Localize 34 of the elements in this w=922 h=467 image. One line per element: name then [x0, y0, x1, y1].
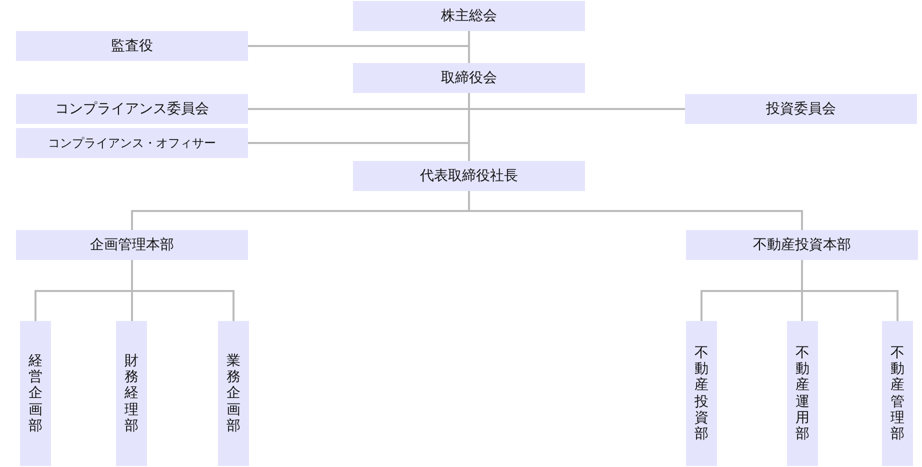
unit-label: 取締役会: [441, 69, 497, 87]
unit-label: 株主総会: [441, 7, 497, 25]
connector-line: [131, 260, 234, 321]
unit-label: 不動産投資本部: [753, 236, 851, 254]
org-box: [882, 321, 913, 466]
connector-line: [468, 191, 803, 230]
connector-line: [468, 31, 470, 63]
unit-label: 経営企画部: [28, 353, 42, 434]
connector-line: [468, 93, 470, 161]
unit-label: コンプライアンス委員会: [55, 100, 209, 118]
unit-label: 業務企画部: [226, 353, 240, 434]
org-box: [116, 321, 147, 466]
unit-label: 不動産投資部: [694, 345, 708, 442]
org-box: [20, 321, 51, 466]
unit-label: コンプライアンス・オフィサー: [48, 134, 216, 152]
org-box: [353, 161, 585, 191]
unit-label: 不動産運用部: [796, 345, 810, 442]
org-box: [16, 94, 248, 124]
org-box: [353, 63, 585, 93]
org-box: [353, 1, 585, 31]
unit-label: 投資委員会: [766, 100, 836, 118]
unit-label: 財務経理部: [124, 353, 138, 434]
org-box: [16, 128, 248, 158]
org-box: [686, 230, 918, 260]
unit-label: 代表取締役社長: [420, 167, 518, 185]
org-box: [685, 94, 917, 124]
org-box: [686, 321, 717, 466]
unit-label: 企画管理本部: [90, 236, 174, 254]
org-box: [16, 230, 248, 260]
unit-label: 不動産管理部: [890, 345, 904, 442]
org-box: [787, 321, 818, 466]
org-box: [16, 31, 248, 61]
unit-label: 監査役: [111, 37, 153, 55]
org-box: [218, 321, 249, 466]
